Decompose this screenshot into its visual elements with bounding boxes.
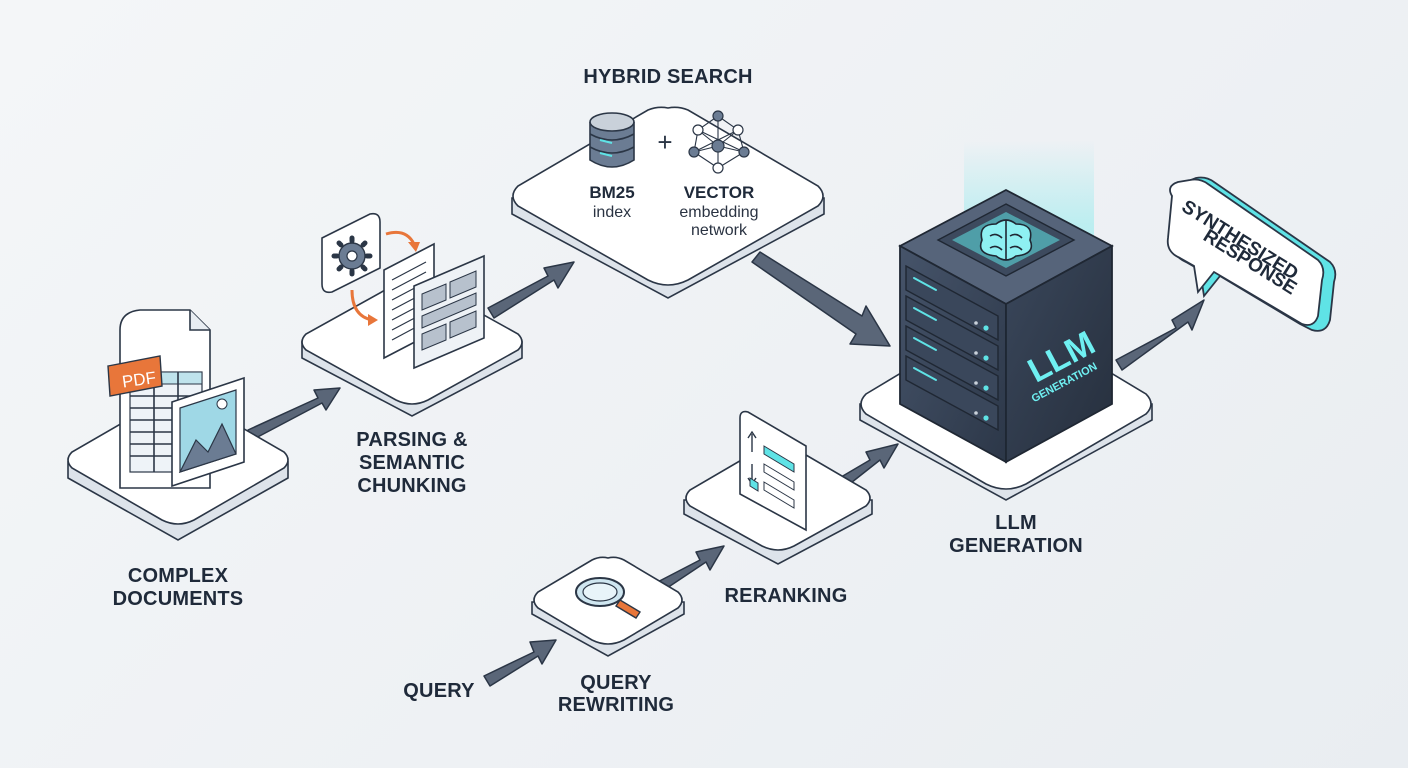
server-rack (905, 264, 999, 432)
brain-icon (979, 219, 1033, 261)
arrow-hybrid-to-llm (751, 251, 891, 347)
llm-generation-label-1: LLM (995, 512, 1037, 534)
bm25-title: BM25 (589, 183, 634, 202)
query-label: QUERY (403, 680, 475, 702)
server-cube: LLM GENERATION (898, 188, 1114, 464)
llm-generation-label-2: GENERATION (949, 535, 1083, 557)
vector-sub-2: network (691, 222, 748, 239)
magnifier-icon (575, 577, 641, 619)
flow-arrows (247, 251, 1205, 687)
arrow-query-to-rewriting (483, 639, 557, 687)
image-icon (171, 376, 245, 488)
chunk-document-icon (413, 254, 485, 370)
vector-title: VECTOR (684, 183, 755, 202)
hybrid-search-label: HYBRID SEARCH (583, 66, 752, 88)
complex-documents-label-2: DOCUMENTS (113, 588, 244, 610)
parsing-stage: PARSING & SEMANTIC CHUNKING (301, 212, 523, 497)
bm25-sub: index (593, 204, 631, 221)
gear-icon (321, 212, 381, 294)
llm-generation-stage: LLM GENERATION LLM GENERATION (859, 140, 1153, 557)
query-rewriting-stage: QUERY REWRITING (531, 556, 685, 716)
neural-network-icon (688, 110, 750, 174)
reranking-stage: RERANKING (683, 410, 873, 607)
parsing-label-2: SEMANTIC (359, 452, 465, 474)
parsing-label-3: CHUNKING (357, 475, 466, 497)
database-icon (589, 112, 635, 168)
arrow-parsing-to-hybrid (487, 261, 575, 319)
plus-sign: + (657, 127, 672, 157)
arrow-llm-to-response (1115, 299, 1205, 371)
complex-documents-stage: PDF COMPLEX DOCUMENTS (67, 309, 289, 610)
hybrid-search-stage: HYBRID SEARCH + (511, 66, 825, 299)
reranking-label: RERANKING (725, 585, 848, 607)
query-rewriting-label-1: QUERY (580, 672, 652, 694)
vector-sub-1: embedding (679, 204, 758, 221)
complex-documents-label-1: COMPLEX (128, 565, 229, 587)
ranking-list-icon (739, 410, 807, 532)
parsing-label-1: PARSING & (356, 429, 467, 451)
pdf-badge-text: PDF (121, 368, 157, 392)
query-rewriting-label-2: REWRITING (558, 694, 674, 716)
arrow-docs-to-parsing (247, 387, 341, 441)
pdf-badge: PDF (107, 355, 163, 397)
